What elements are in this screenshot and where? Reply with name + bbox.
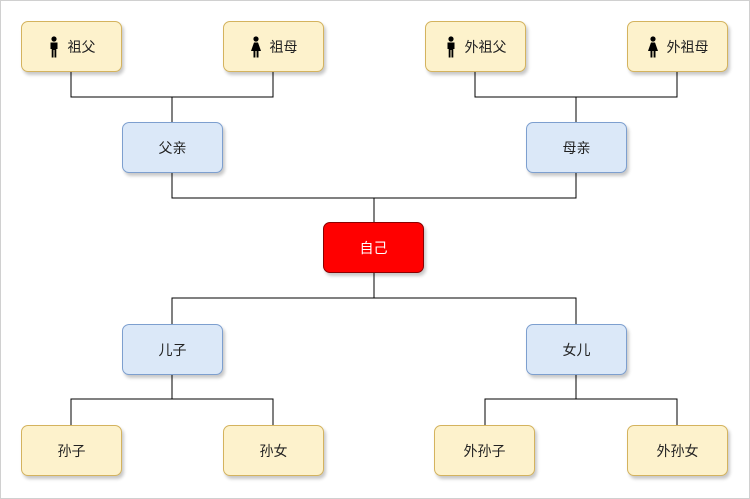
connector-paternal-grandparents [70,72,274,122]
granddaughter-node[interactable]: 孙女 [223,425,324,476]
node-label: 父亲 [158,140,187,157]
node-label: 自己 [359,240,388,257]
connector-maternal-grandparents [474,72,678,122]
node-label: 祖母 [269,39,298,56]
node-label: 女儿 [562,342,591,359]
node-label: 孙子 [57,443,86,460]
male-person-icon [50,35,57,57]
maternal-grandfather-node[interactable]: 外祖父 [425,21,526,72]
male-person-icon [447,35,454,57]
self-node[interactable]: 自己 [323,222,424,273]
node-label: 孙女 [259,443,288,460]
daughters-son-node[interactable]: 外孙子 [434,425,535,476]
node-label: 外孙女 [656,443,699,460]
connector-son-grandchildren [70,375,274,425]
maternal-grandmother-node[interactable]: 外祖母 [627,21,728,72]
node-label: 祖父 [67,39,96,56]
node-label: 母亲 [562,140,591,157]
node-label: 儿子 [158,342,187,359]
daughter-node[interactable]: 女儿 [526,324,627,375]
female-person-icon [250,35,261,57]
paternal-grandfather-node[interactable]: 祖父 [21,21,122,72]
mother-node[interactable]: 母亲 [526,122,627,173]
paternal-grandmother-node[interactable]: 祖母 [223,21,324,72]
grandson-node[interactable]: 孙子 [21,425,122,476]
female-person-icon [647,35,658,57]
daughters-daughter-node[interactable]: 外孙女 [627,425,728,476]
connector-daughter-grandchildren [484,375,678,425]
son-node[interactable]: 儿子 [122,324,223,375]
connector-self-children [171,273,577,324]
node-label: 外祖父 [464,39,507,56]
node-label: 外孙子 [463,443,506,460]
connector-parents-self [171,173,577,222]
father-node[interactable]: 父亲 [122,122,223,173]
node-label: 外祖母 [666,39,709,56]
